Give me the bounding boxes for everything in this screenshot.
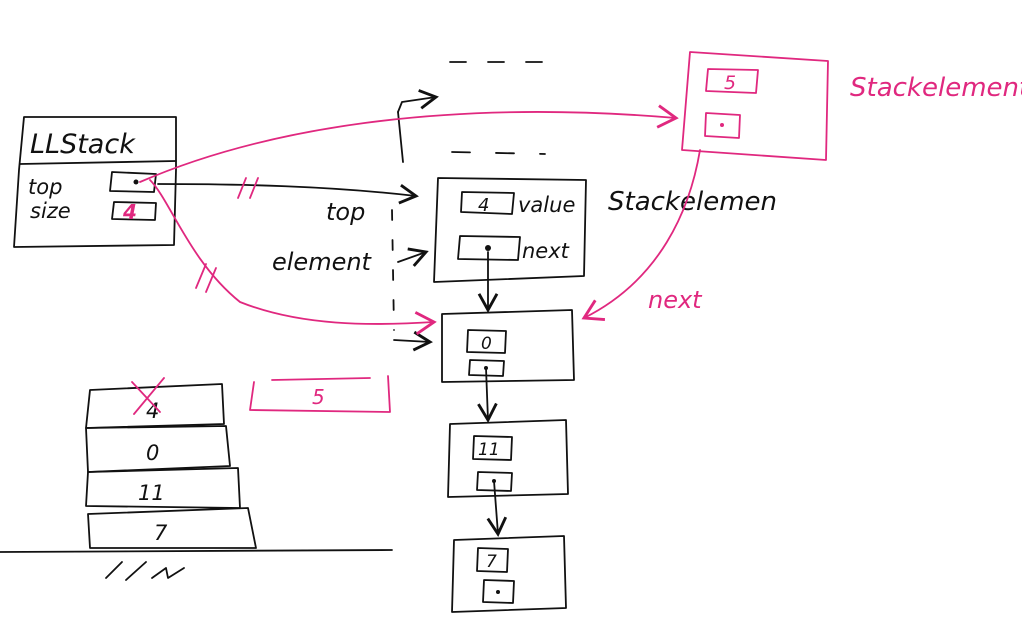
plate-stack: 4 0 11 7 5 [0,375,393,581]
side-box [249,375,391,413]
placeholder-to-node-arrow [393,330,433,352]
top-pointer-label: top [326,198,365,226]
chain-node-1-next-box [468,359,505,377]
node-strike-2 [205,267,217,293]
current-next-box [457,235,521,261]
current-value-box [460,191,515,215]
side-box-top [271,377,371,381]
llstack-title: LLStack [30,129,136,160]
plate-1-value: 4 [146,399,159,423]
llstack-title-divider [19,160,177,165]
plate-1-cross-a [131,381,161,413]
size-value: 4 [122,200,137,224]
plate-3-value: 11 [138,481,165,505]
top-to-node-1-arrow [149,179,437,336]
chain-node-1-value-box [466,329,507,354]
chain-node-1-value: 0 [481,334,492,354]
current-next-label: next [522,239,570,263]
top-strike-1 [237,177,247,199]
element-pointer-arrow [397,247,429,267]
plate-4 [87,507,257,549]
top-strike-2 [249,177,259,199]
chain-node-1-box [441,309,575,383]
ground-hatch-2 [125,561,147,581]
placeholder-arrow-stub [397,89,439,113]
placeholder-bottom-dashes [451,151,546,155]
chain-node-2-value: 11 [478,440,500,460]
top-field-box [109,171,157,193]
new-stack-element: 5 Stackelement [681,51,1022,161]
new-value-box [705,68,759,94]
size-field-label: size [30,199,71,223]
new-element-label: Stackelement [850,73,1022,103]
plate-2 [85,425,231,473]
chain-node-3: 7 [451,535,567,613]
new-next-to-node-1-arrow [581,149,701,322]
ground-line [0,549,393,553]
chain-node-3-next-box [482,579,515,604]
current-element-box [433,177,587,283]
next-pointer-label: next [648,286,703,314]
chain-node-3-next-dot [496,590,500,594]
new-element-value: 5 [724,72,736,94]
size-field-box [111,201,157,221]
current-stack-element: 4 value next Stackelemen [433,177,777,283]
current-element-label: Stackelemen [608,187,777,217]
llstack-box [13,116,177,248]
node-2-to-node-3-arrow [486,480,508,537]
chain-node-2-next-box [476,471,513,492]
new-element-box [681,51,829,161]
ground-hatch-1 [105,561,123,579]
new-next-box [704,112,741,139]
ground-hatch-3 [151,567,185,579]
element-pointer-label: element [272,248,373,276]
chain-node-3-value: 7 [486,552,497,572]
side-box-value: 5 [312,385,325,409]
chain-node-2: 11 [447,419,569,498]
current-value-label: value [518,193,575,217]
top-field-label: top [28,175,62,199]
top-to-new-element-arrow [139,104,679,183]
llstack-object: LLStack top size 4 [13,116,177,248]
chain-node-3-value-box [476,547,509,573]
plate-1-cross-b [133,377,165,415]
node-strike-1 [195,263,207,289]
node-1-to-node-2-arrow [477,367,498,423]
top-pointer-arrow [157,183,419,205]
top-pointer-dot [133,179,139,185]
placeholder-left-side [397,111,404,163]
chain-node-3-box [451,535,567,613]
chain-node-2-value-box [472,435,513,461]
new-next-dot [720,123,724,127]
current-element-value: 4 [478,195,489,216]
placeholder-vertical-dashes [391,209,395,331]
plate-4-value: 7 [154,521,168,545]
chain-node-1: 0 [441,309,575,383]
chain-node-2-box [447,419,569,498]
placeholder-frame [391,61,551,331]
plate-2-value: 0 [146,441,159,465]
plate-1 [85,383,225,429]
current-next-dot [485,245,491,251]
